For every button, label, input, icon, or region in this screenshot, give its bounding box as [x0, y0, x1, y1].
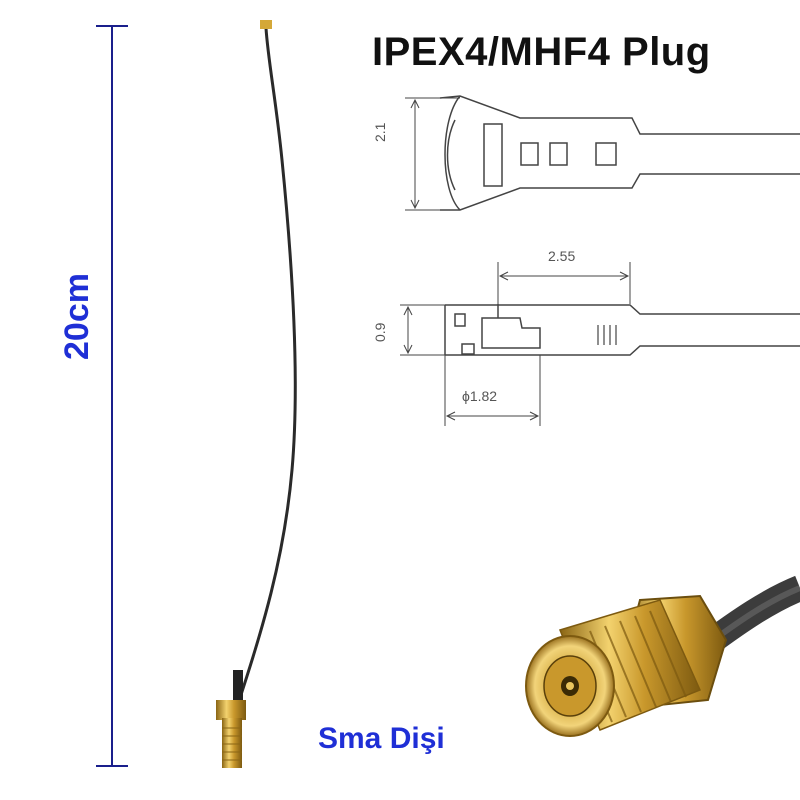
cable-boot	[233, 670, 243, 702]
dimension-length: 2.55	[548, 248, 576, 264]
connector-type-label: Sma Dişi	[318, 722, 445, 755]
dimension-height-top: 2.1	[372, 122, 388, 142]
sma-nut	[216, 700, 246, 720]
plug-drawing-side-view	[400, 262, 800, 426]
cable-length-label: 20cm	[58, 273, 96, 360]
sma-connector-closeup	[525, 575, 800, 737]
sma-body	[222, 718, 242, 768]
product-title: IPEX4/MHF4 Plug	[372, 30, 711, 74]
dimension-diameter: ϕ1.82	[462, 388, 498, 404]
cable-image	[216, 20, 297, 768]
length-measure-line	[96, 25, 128, 767]
ipex-plug-tip	[260, 20, 272, 29]
dimension-height-side: 0.9	[372, 322, 388, 342]
plug-drawing-top-view	[405, 95, 800, 211]
